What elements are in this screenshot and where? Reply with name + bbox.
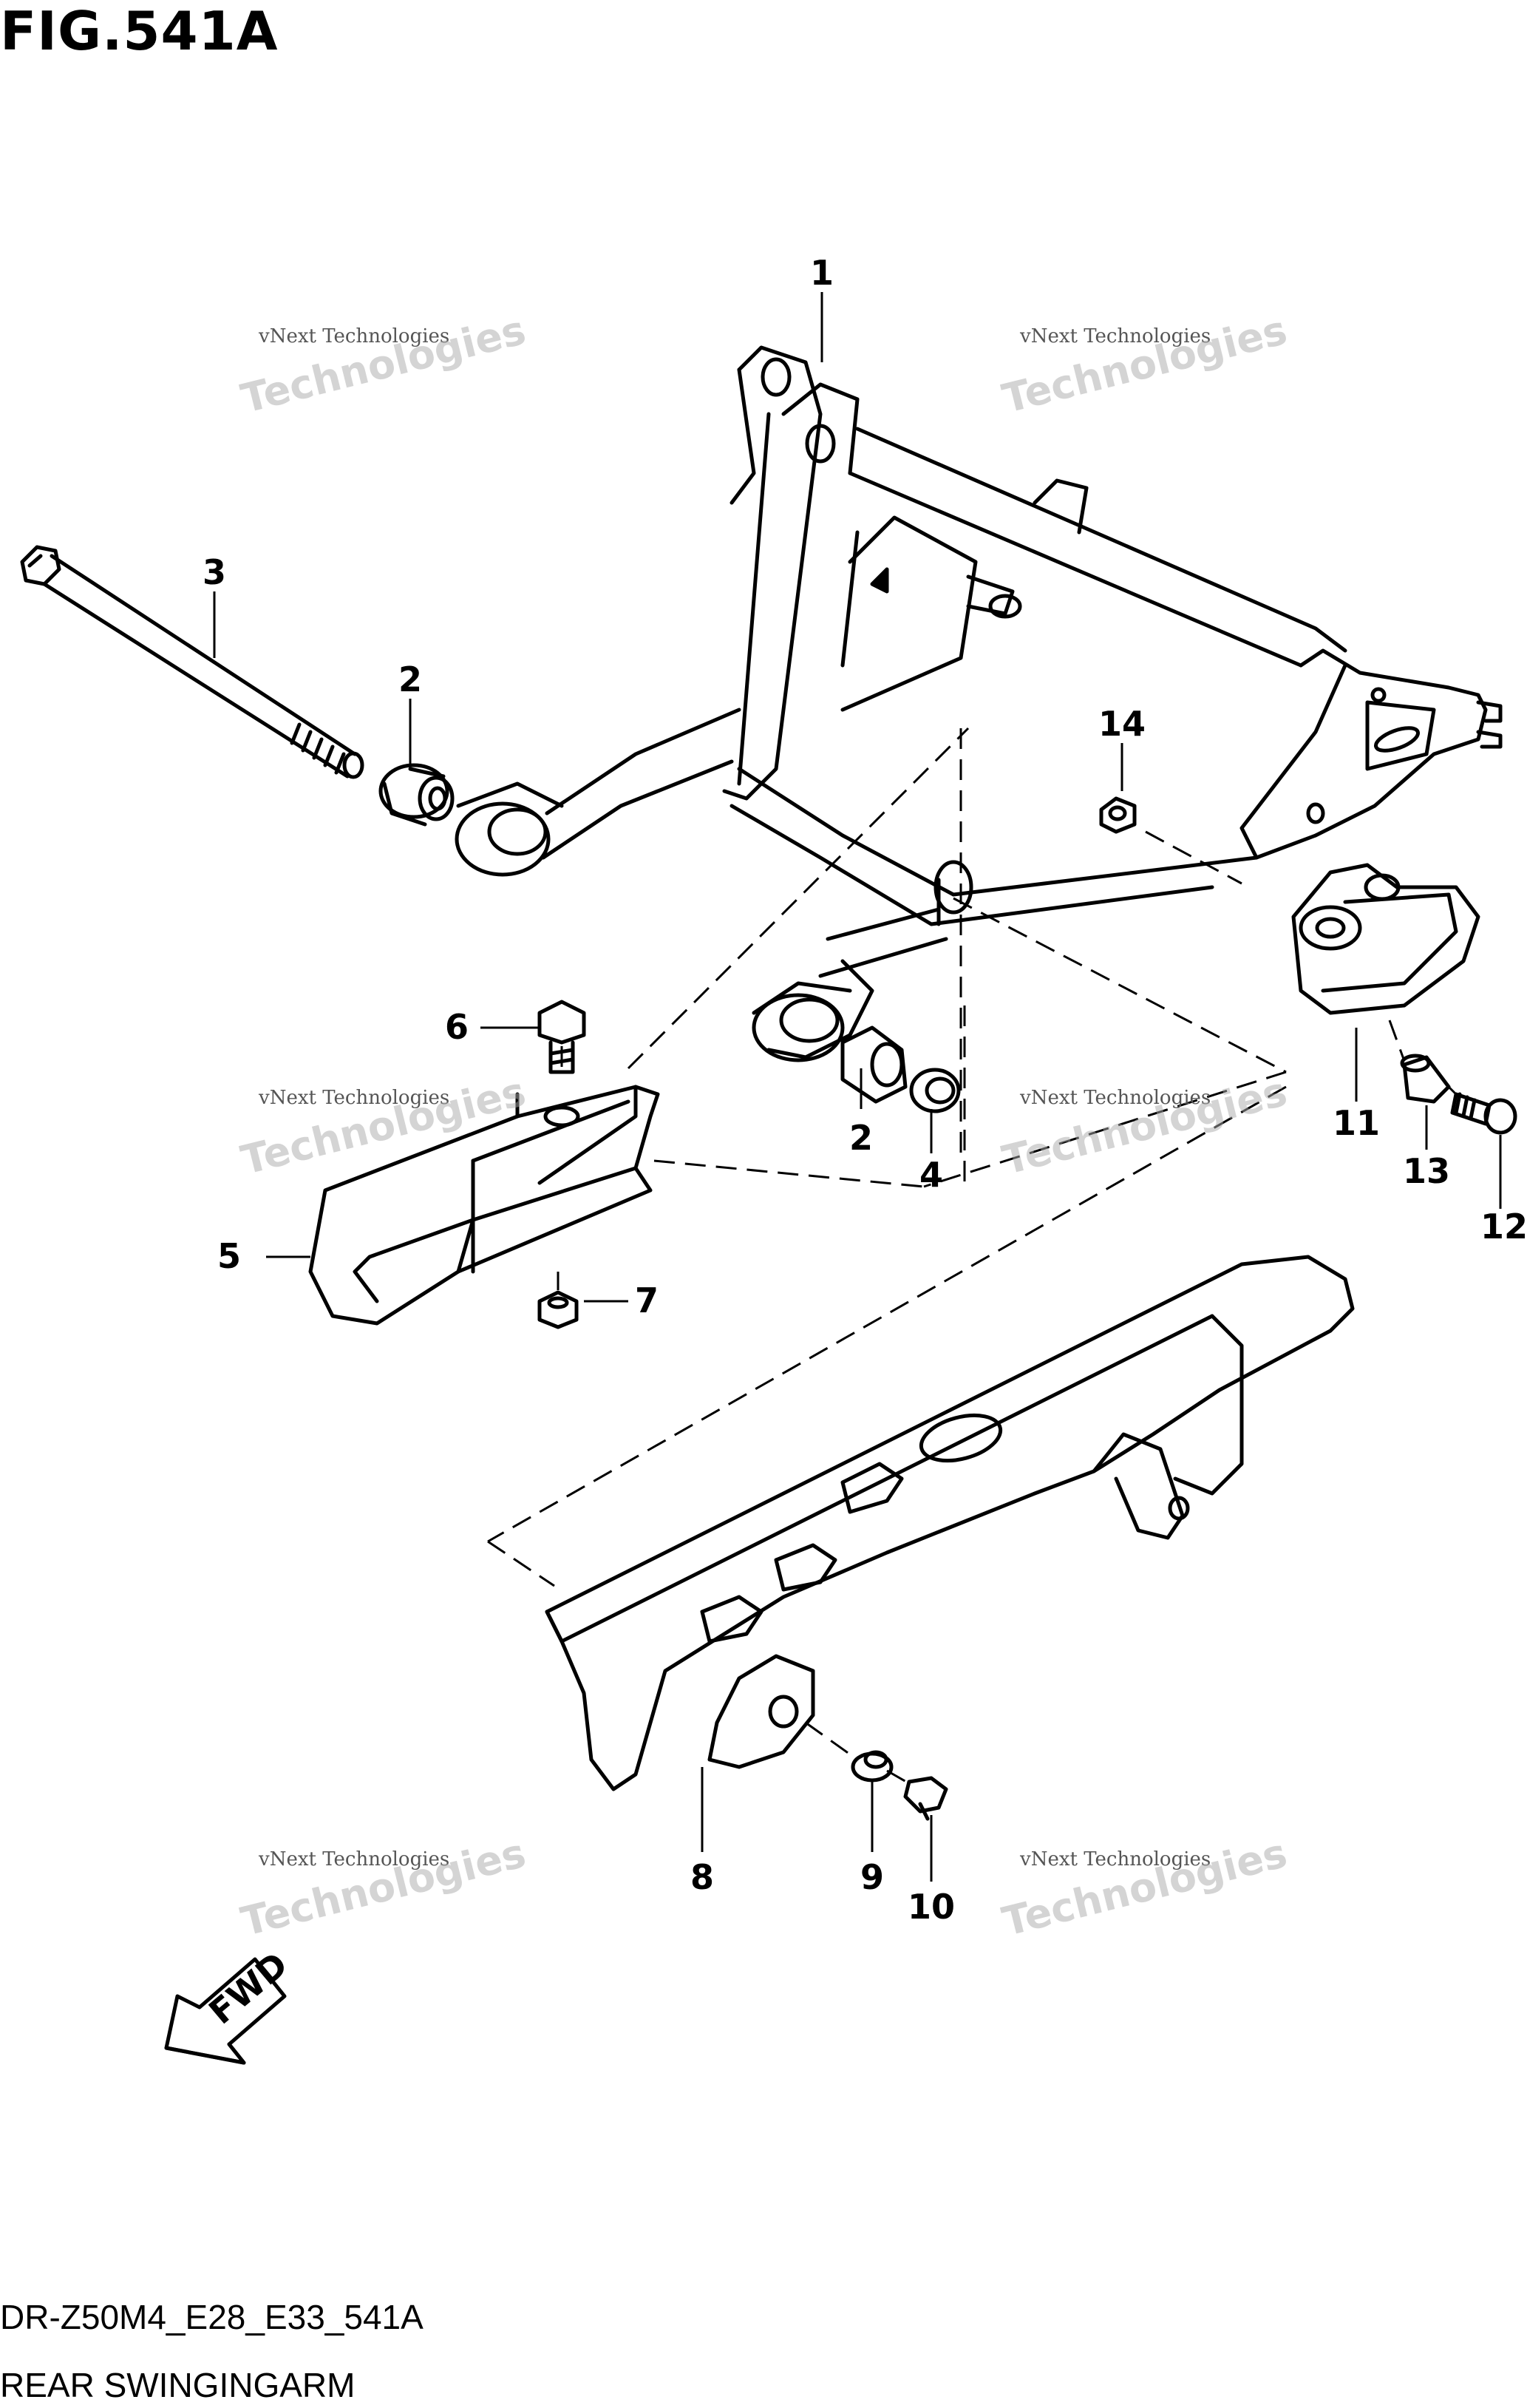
nut-14 bbox=[1099, 796, 1137, 834]
collar-upper bbox=[378, 763, 455, 827]
callout-13: 13 bbox=[1403, 1151, 1450, 1191]
callout-4: 4 bbox=[919, 1155, 943, 1195]
collar-lower bbox=[840, 1025, 908, 1104]
callout-9: 9 bbox=[860, 1857, 884, 1897]
callout-7: 7 bbox=[635, 1281, 659, 1320]
bolt-12 bbox=[1450, 1092, 1517, 1135]
callout-12: 12 bbox=[1480, 1207, 1527, 1247]
callout-10: 10 bbox=[908, 1887, 955, 1927]
figure-title: FIG.541A bbox=[0, 0, 279, 62]
figure-code: DR-Z50M4_E28_E33_541A bbox=[0, 2298, 424, 2336]
bolt-6 bbox=[537, 1000, 586, 1074]
callout-3: 3 bbox=[203, 552, 226, 592]
chain-case bbox=[545, 1255, 1355, 1791]
collar-13 bbox=[1400, 1054, 1451, 1104]
chain-buffer bbox=[308, 1085, 660, 1326]
callout-2-upper: 2 bbox=[398, 659, 422, 699]
callout-14: 14 bbox=[1098, 704, 1146, 744]
callout-11: 11 bbox=[1333, 1103, 1380, 1143]
swingarm-frame bbox=[455, 345, 1503, 1062]
washer-9 bbox=[851, 1750, 894, 1783]
fwd-arrow bbox=[164, 1957, 287, 2065]
spacer-4 bbox=[909, 1068, 961, 1113]
rear-bracket bbox=[1291, 863, 1480, 1015]
callout-1: 1 bbox=[810, 253, 834, 293]
nut-7 bbox=[537, 1290, 579, 1329]
bolt-10 bbox=[903, 1776, 948, 1821]
callout-8: 8 bbox=[690, 1857, 714, 1897]
pivot-bolt bbox=[20, 545, 364, 779]
callout-2-lower: 2 bbox=[849, 1118, 873, 1158]
callout-6: 6 bbox=[445, 1007, 469, 1047]
figure-name: REAR SWINGINGARM bbox=[0, 2366, 356, 2404]
callout-5: 5 bbox=[217, 1236, 241, 1276]
